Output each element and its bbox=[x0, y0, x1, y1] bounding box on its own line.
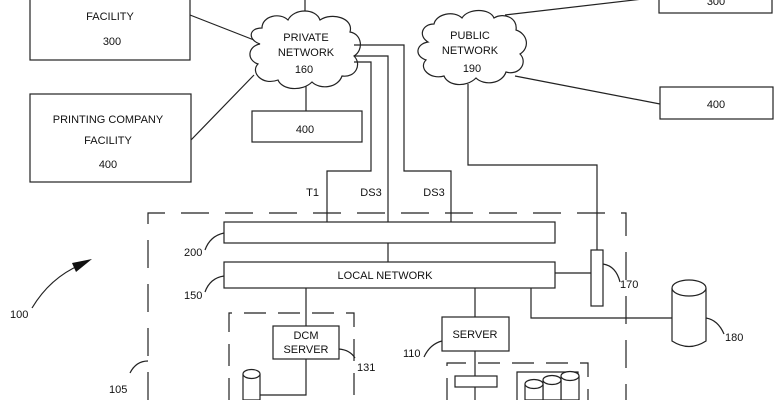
link-lan-to-database bbox=[530, 288, 672, 319]
leader-131 bbox=[338, 348, 356, 359]
server-enclosure bbox=[446, 362, 589, 400]
printing-facility-number: 400 bbox=[99, 159, 117, 171]
facility-enclosure-105 bbox=[147, 212, 627, 400]
public-network-line2: NETWORK bbox=[442, 45, 499, 57]
label-131: 131 bbox=[357, 362, 375, 374]
label-110: 110 bbox=[403, 348, 421, 360]
link-300-to-private bbox=[189, 14, 255, 41]
private-network-cloud: PRIVATE NETWORK 160 bbox=[249, 10, 361, 90]
leader-200 bbox=[204, 232, 225, 251]
box-400-right-number: 400 bbox=[707, 99, 725, 111]
printing-company-facility-box: PRINTING COMPANY FACILITY 400 bbox=[29, 93, 192, 183]
link-400-to-private bbox=[190, 74, 255, 141]
public-network-number: 190 bbox=[463, 63, 481, 75]
dcm-server-line1: DCM bbox=[293, 330, 318, 342]
dcm-storage-cylinder bbox=[242, 368, 261, 400]
label-t1: T1 bbox=[306, 187, 319, 199]
link-public-to-400 bbox=[514, 75, 661, 105]
figure-100-arrowhead-icon bbox=[72, 259, 92, 272]
link-public-to-300 bbox=[504, 0, 640, 16]
box-400-right: 400 bbox=[659, 86, 774, 120]
label-200: 200 bbox=[184, 247, 202, 259]
label-ds3-b: DS3 bbox=[423, 187, 444, 199]
figure-100-arrow-shaft bbox=[31, 264, 81, 309]
server-title: SERVER bbox=[452, 329, 497, 341]
facility-300-box: FACILITY 300 bbox=[29, 0, 191, 61]
box-300-right: 300 bbox=[658, 0, 773, 14]
local-network-150: LOCAL NETWORK bbox=[223, 261, 556, 289]
leader-150 bbox=[204, 275, 225, 293]
leader-105 bbox=[129, 360, 149, 374]
firewall-170 bbox=[590, 249, 604, 307]
leader-110 bbox=[423, 340, 443, 358]
printing-facility-title-line1: PRINTING COMPANY bbox=[53, 114, 164, 126]
box-400-private-number: 400 bbox=[296, 124, 314, 136]
facility-300-number: 300 bbox=[103, 36, 121, 48]
link-ds3-a bbox=[354, 55, 389, 222]
label-ds3-a: DS3 bbox=[360, 187, 381, 199]
box-400-private: 400 bbox=[251, 110, 363, 143]
box-300-right-number: 300 bbox=[707, 0, 725, 8]
dcm-server-131: DCM SERVER bbox=[272, 325, 340, 360]
label-170: 170 bbox=[620, 279, 638, 291]
link-t1 bbox=[326, 61, 372, 222]
label-105: 105 bbox=[109, 384, 127, 396]
server-storage-cylinders bbox=[524, 370, 580, 400]
local-network-title: LOCAL NETWORK bbox=[338, 270, 434, 282]
leader-180 bbox=[705, 317, 725, 335]
label-150: 150 bbox=[184, 290, 202, 302]
link-ds3-b bbox=[354, 44, 452, 222]
server-110: SERVER bbox=[441, 316, 510, 352]
private-network-line1: PRIVATE bbox=[283, 32, 328, 44]
facility-300-title: FACILITY bbox=[86, 11, 134, 23]
private-network-number: 160 bbox=[295, 64, 313, 76]
leader-170 bbox=[602, 263, 621, 283]
database-180 bbox=[671, 279, 707, 348]
printing-facility-title-line2: FACILITY bbox=[84, 135, 132, 147]
public-network-cloud: PUBLIC NETWORK 190 bbox=[417, 9, 527, 86]
label-180: 180 bbox=[725, 332, 743, 344]
label-100: 100 bbox=[10, 309, 28, 321]
private-network-line2: NETWORK bbox=[278, 47, 335, 59]
server-module bbox=[454, 375, 498, 388]
router-200 bbox=[223, 221, 556, 244]
link-public-to-firewall bbox=[467, 84, 598, 250]
dcm-server-line2: SERVER bbox=[283, 344, 328, 356]
public-network-line1: PUBLIC bbox=[450, 30, 490, 42]
link-dcm-to-storage bbox=[260, 359, 307, 396]
